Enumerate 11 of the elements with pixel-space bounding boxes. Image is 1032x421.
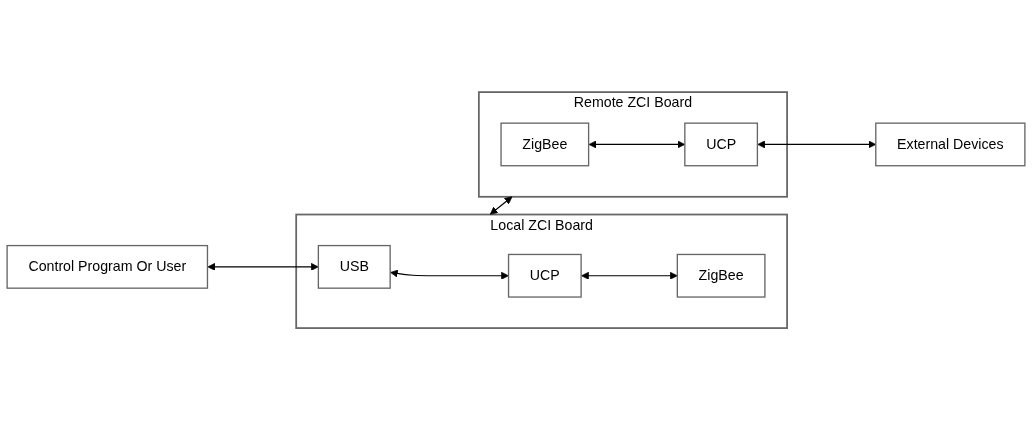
node-box: UCP (507, 254, 582, 299)
arrow (390, 270, 509, 281)
node-box: UCP (684, 122, 759, 167)
node-box: ZigBee (676, 254, 766, 299)
node-box: Control Program Or User (6, 245, 209, 290)
node-box: USB (317, 245, 391, 290)
arrow (489, 196, 513, 216)
arrow (581, 272, 678, 281)
arrow (207, 263, 319, 272)
node-box: External Devices (875, 122, 1026, 167)
node-box: ZigBee (500, 122, 590, 167)
